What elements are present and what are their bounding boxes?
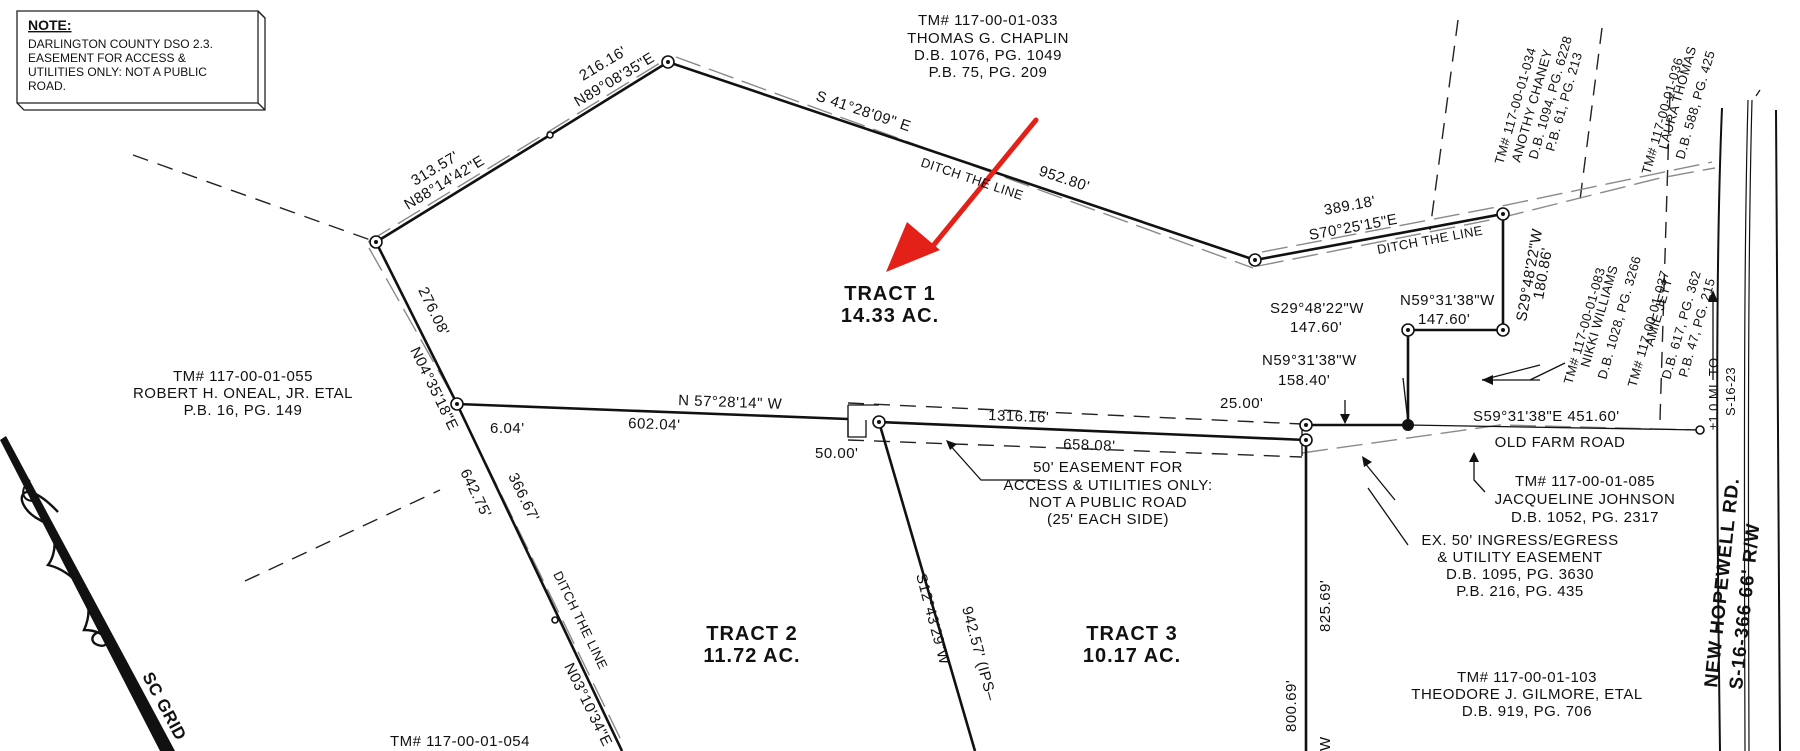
parcel-gilmore-line: THEODORE J. GILMORE, ETAL <box>1411 686 1642 703</box>
easement-labels: 50' EASEMENT FOR ACCESS & UTILITIES ONLY… <box>1003 434 1626 600</box>
note-box: NOTE: DARLINGTON COUNTY DSO 2.3. EASEMEN… <box>16 10 266 111</box>
bearing-label: S12°43'29"W <box>912 572 953 667</box>
bearing-label: 800.69' <box>1283 680 1300 732</box>
boundary-lines <box>374 60 1701 751</box>
tract-labels: TRACT 1 14.33 AC. TRACT 2 11.72 AC. TRAC… <box>703 283 1181 667</box>
parcel-johnson-line: TM# 117-00-01-085 <box>1515 473 1655 490</box>
parcel-chaplin-line: D.B. 1076, PG. 1049 <box>914 47 1062 64</box>
bearing-label: 147.60' <box>1418 311 1470 328</box>
tract-2-name: TRACT 2 <box>706 623 797 645</box>
ditch-lines <box>367 56 1716 743</box>
parcel-chaplin-line: TM# 117-00-01-033 <box>918 12 1058 29</box>
parcel-johnson-line: D.B. 1052, PG. 2317 <box>1511 509 1659 526</box>
note-line: EASEMENT FOR ACCESS & <box>28 51 186 65</box>
bearing-label: 1316.16' <box>988 407 1050 426</box>
parcel-chaplin-line: THOMAS G. CHAPLIN <box>907 30 1069 47</box>
bearing-label: 158.40' <box>1278 372 1330 389</box>
note-line: ROAD. <box>28 79 66 93</box>
parcel-chaplin-line: P.B. 75, PG. 209 <box>929 64 1048 81</box>
parcel-oneal-line: P.B. 16, PG. 149 <box>184 402 303 419</box>
note-line: DARLINGTON COUNTY DSO 2.3. <box>28 37 213 51</box>
bearing-label: 642.75' <box>456 466 494 520</box>
bearing-label: N59°31'38"W <box>1262 352 1357 369</box>
bearing-label: 25.00' <box>1220 395 1263 412</box>
tract-1-name: TRACT 1 <box>844 283 935 305</box>
north-arrow-icon: SC GRID <box>0 436 190 751</box>
new-hopewell-road <box>1716 89 1781 751</box>
bearing-label: S70°25'15"E <box>1308 211 1399 244</box>
tract-1-area: 14.33 AC. <box>841 305 939 327</box>
parcel-gilmore-line: D.B. 919, PG. 706 <box>1462 703 1592 720</box>
bearing-label: 50.00' <box>815 445 858 462</box>
easement-line: 50' EASEMENT FOR <box>1033 459 1183 476</box>
bearing-label: 952.80' <box>1037 163 1092 196</box>
tract-2-area: 11.72 AC. <box>703 645 800 667</box>
adjoiner-lines <box>132 19 1671 582</box>
parcel-oneal-line: TM# 117-00-01-055 <box>173 368 313 385</box>
easement-line: ACCESS & UTILITIES ONLY: <box>1003 477 1212 494</box>
parcel-labels: TM# 117-00-01-033 THOMAS G. CHAPLIN D.B.… <box>133 12 1718 750</box>
parcel-bottom-label: TM# 117-00-01-054 <box>390 733 530 750</box>
distance-label: S-16-23 <box>1723 367 1738 416</box>
bearing-label: 825.69' <box>1317 580 1334 632</box>
easement-line: NOT A PUBLIC ROAD <box>1029 494 1187 511</box>
parcel-johnson-line: JACQUELINE JOHNSON <box>1495 491 1676 508</box>
ex-easement-line: & UTILITY EASEMENT <box>1437 549 1602 566</box>
bearing-label: S59°31'38"E 451.60' <box>1473 408 1620 425</box>
leader-arrows <box>946 290 1718 546</box>
bearing-label: N 57°28'14" W <box>678 392 783 413</box>
bearing-label: N59°31'38"W <box>1400 292 1495 309</box>
note-heading: NOTE: <box>28 17 72 33</box>
red-arrow-icon <box>886 117 1039 272</box>
note-line: UTILITIES ONLY: NOT A PUBLIC <box>28 65 207 79</box>
bearing-label: 6.04' <box>490 420 525 437</box>
tract-3-area: 10.17 AC. <box>1083 645 1181 667</box>
bearing-label: 602.04' <box>628 415 681 434</box>
tract-3-name: TRACT 3 <box>1086 623 1177 645</box>
old-farm-road-label: OLD FARM ROAD <box>1495 434 1626 451</box>
bearing-label: S29°48'22"W <box>1270 300 1364 317</box>
road-labels: NEW HOPEWELL RD. S-16-366 66' R/W ±1.0 M… <box>1701 358 1764 691</box>
bearing-label: 942.57' (IPS– <box>958 605 1000 703</box>
ex-easement-line: D.B. 1095, PG. 3630 <box>1446 566 1594 583</box>
ex-easement-line: P.B. 216, PG. 435 <box>1456 583 1583 600</box>
survey-pins <box>369 55 1705 624</box>
easement-line: (25' EACH SIDE) <box>1047 511 1169 528</box>
ex-easement-line: EX. 50' INGRESS/EGRESS <box>1421 532 1618 549</box>
parcel-gilmore-line: TM# 117-00-01-103 <box>1457 669 1597 686</box>
distance-label: ±1.0 MI. TO <box>1706 358 1721 430</box>
bearing-label: 658.08' <box>1063 436 1116 455</box>
parcel-oneal-line: ROBERT H. ONEAL, JR. ETAL <box>133 385 353 402</box>
bearing-label: W <box>1317 736 1334 751</box>
bearing-label: 147.60' <box>1290 319 1342 336</box>
